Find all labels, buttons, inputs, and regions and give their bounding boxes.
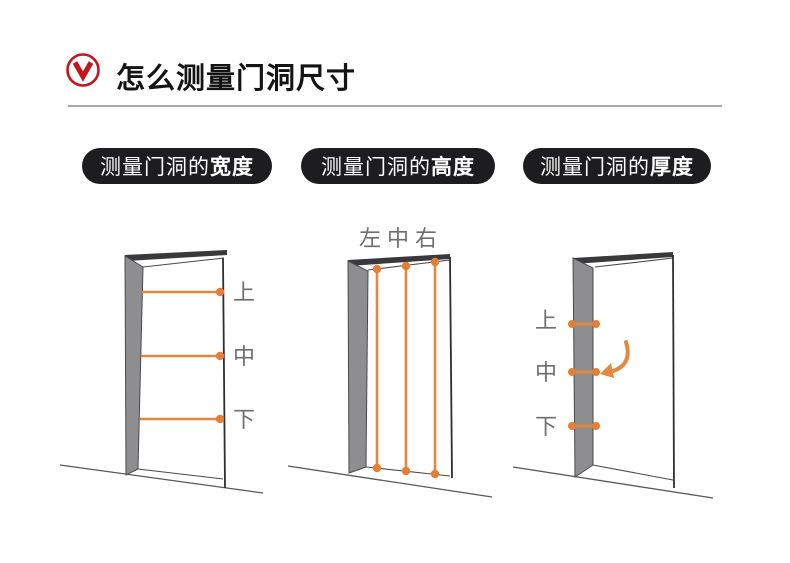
badge-prefix: 测量门洞的 (540, 156, 650, 179)
door-left-jamb (347, 260, 369, 474)
badge-measure-height: 测量门洞的高度 (301, 148, 495, 184)
label-left: 左 (359, 226, 381, 251)
badge-emphasis: 宽度 (210, 156, 254, 179)
label-bottom: 下 (535, 414, 557, 439)
floor-line (59, 464, 264, 494)
header-divider (68, 105, 722, 107)
badge-measure-thickness: 测量门洞的厚度 (523, 148, 711, 184)
badge-emphasis: 厚度 (650, 156, 694, 179)
down-arrow-circle-icon (66, 53, 100, 87)
door-frame-header (125, 250, 227, 261)
label-middle: 中 (233, 344, 255, 369)
pointer-arrow-icon (600, 340, 630, 378)
label-top: 上 (233, 280, 255, 305)
height-measure-lines (372, 257, 440, 479)
door-height-diagram: 左 中 右 (287, 226, 493, 498)
door-left-jamb (572, 257, 594, 478)
label-middle: 中 (387, 226, 409, 251)
door-left-jamb (124, 255, 144, 476)
door-frame-header (348, 254, 450, 266)
floor-line (287, 465, 493, 498)
badge-prefix: 测量门洞的 (321, 156, 431, 179)
badge-emphasis: 高度 (431, 156, 475, 179)
label-bottom: 下 (233, 407, 255, 432)
floor-line (512, 466, 714, 499)
width-measure-lines (140, 287, 225, 424)
door-right-edge (449, 256, 453, 479)
lintel-edge (142, 257, 225, 268)
door-right-edge (672, 254, 675, 489)
threshold-edge (137, 468, 224, 480)
label-right: 右 (415, 226, 437, 251)
door-thickness-diagram: 上 中 下 (512, 252, 714, 499)
door-frame-header (573, 252, 673, 264)
page-title: 怎么测量门洞尺寸 (116, 63, 357, 95)
threshold-edge (592, 464, 674, 481)
door-right-edge (222, 257, 226, 489)
badge-prefix: 测量门洞的 (100, 156, 210, 179)
label-top: 上 (535, 308, 557, 333)
badge-measure-width: 测量门洞的宽度 (82, 148, 272, 184)
thickness-measure-lines (568, 320, 600, 430)
door-width-diagram: 上 中 下 (59, 250, 264, 494)
lintel-edge (594, 257, 674, 268)
label-middle: 中 (535, 360, 557, 385)
